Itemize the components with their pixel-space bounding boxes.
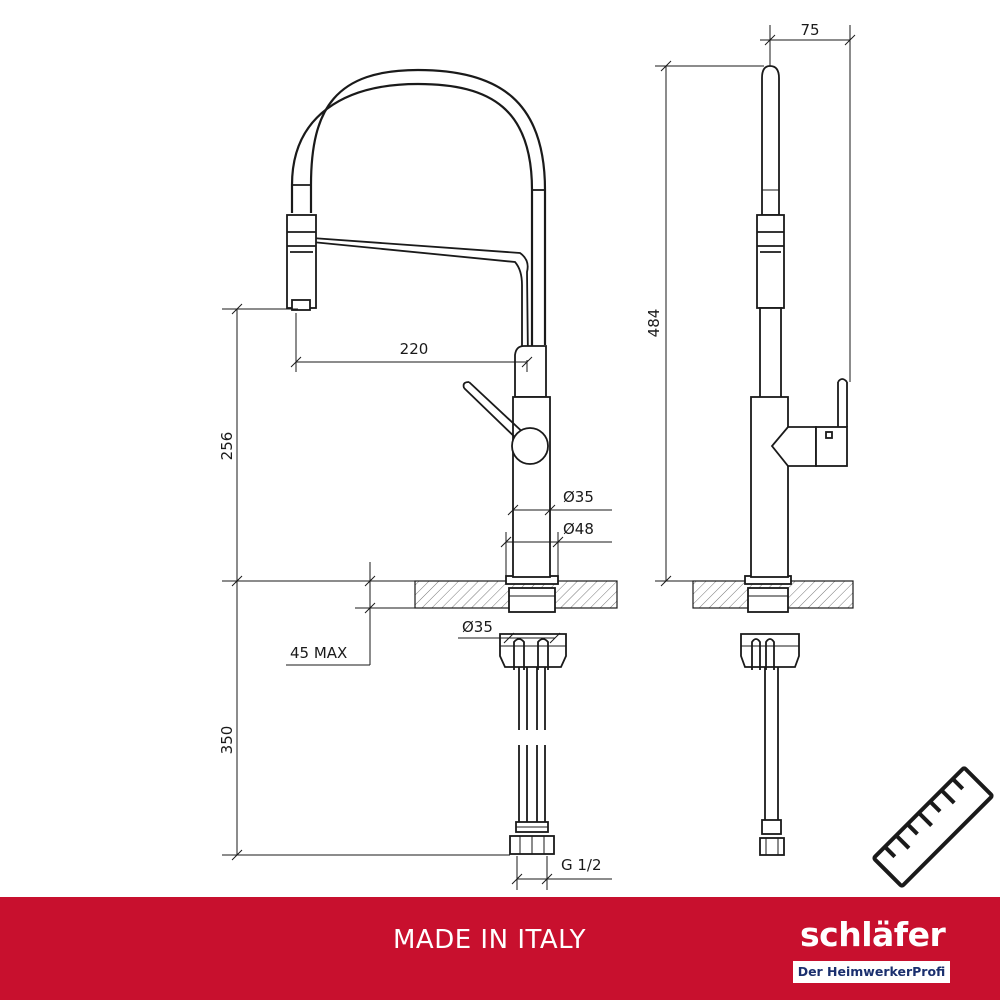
technical-drawing: 256 220 484 75 Ø35 Ø48 Ø35 45 MAX 350 G … — [218, 21, 994, 890]
lock-nut-front — [499, 633, 567, 668]
label-45-max: 45 MAX — [290, 644, 347, 662]
label-base-diameter: Ø48 — [563, 520, 594, 538]
faucet-body-side — [750, 396, 789, 578]
lock-nut-side — [740, 633, 800, 668]
faucet-body-front — [514, 345, 547, 398]
label-220: 220 — [400, 340, 429, 358]
ruler-icon — [872, 766, 994, 888]
brand-logo: schläfer — [800, 915, 946, 954]
side-view — [692, 65, 854, 856]
front-view — [286, 68, 618, 855]
label-g-half: G 1/2 — [561, 856, 602, 874]
brand-tagline: Der HeimwerkerProfi — [793, 961, 950, 983]
lever-side — [770, 426, 817, 467]
footer-banner: MADE IN ITALY schläfer Der HeimwerkerPro… — [0, 897, 1000, 1000]
label-350: 350 — [218, 726, 236, 755]
label-256: 256 — [218, 432, 236, 461]
lever-hub-front — [511, 427, 549, 465]
spout-arm-front — [311, 237, 529, 361]
lever-front — [468, 381, 530, 439]
dimension-lines — [222, 25, 856, 890]
made-in-text: MADE IN ITALY — [393, 925, 587, 955]
label-75: 75 — [800, 21, 819, 39]
label-484: 484 — [645, 309, 663, 338]
label-thread-diameter: Ø35 — [462, 618, 493, 636]
spring-hose-front — [290, 82, 534, 355]
mounting-shank-front — [508, 587, 556, 613]
spout-side — [761, 65, 780, 216]
spray-head-side — [756, 214, 785, 309]
spray-head-front — [286, 214, 317, 309]
label-body-diameter: Ø35 — [563, 488, 594, 506]
